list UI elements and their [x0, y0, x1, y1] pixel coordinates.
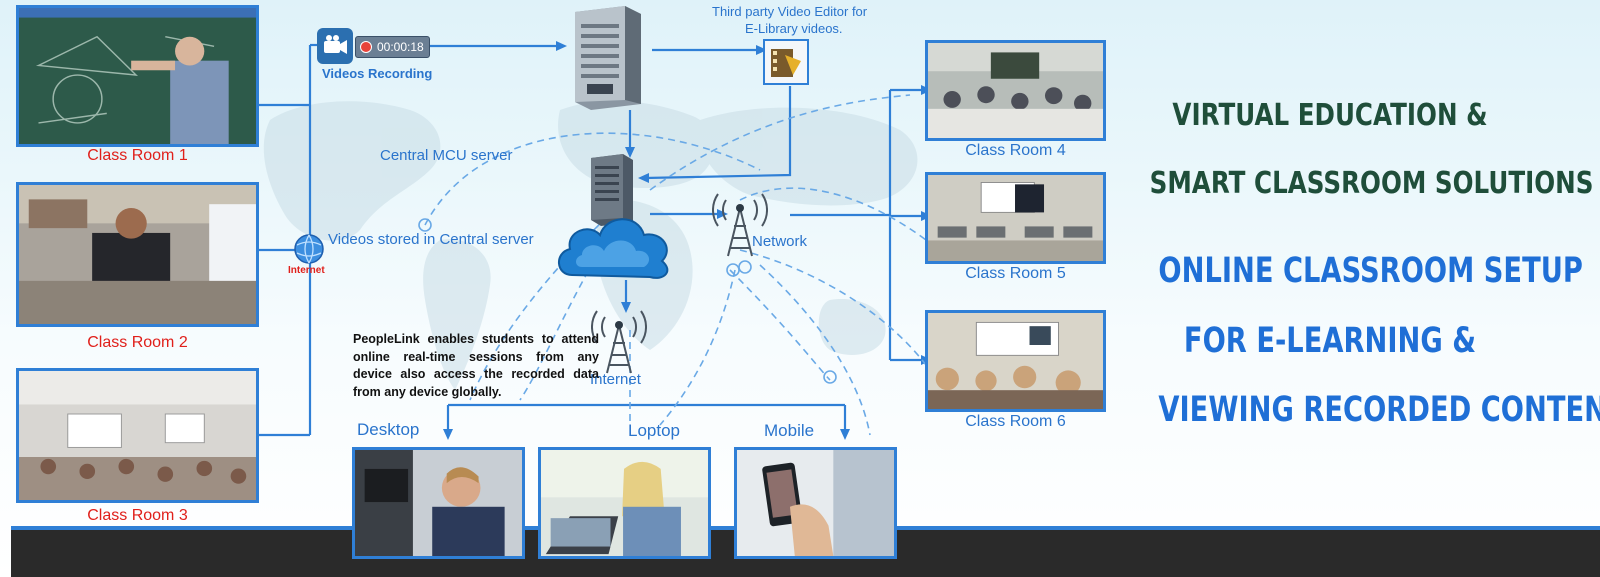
internet-left-label: Internet: [288, 265, 325, 276]
laptop-photo: [538, 447, 711, 559]
classroom-6-label: Class Room 6: [965, 413, 1066, 430]
desktop-label: Desktop: [357, 420, 420, 439]
central-mcu-label: Central MCU server: [380, 147, 513, 164]
desktop-photo: [352, 447, 525, 559]
classroom-4-photo: [925, 40, 1106, 141]
network-label: Network: [752, 233, 808, 250]
laptop-label: Loptop: [628, 421, 680, 440]
camcorder-icon: [317, 28, 353, 64]
classroom-3-label: Class Room 3: [87, 507, 188, 524]
globe-icon: [294, 234, 324, 264]
network-tower-icon: [712, 193, 768, 257]
recording-timer: 00:00:18: [377, 40, 424, 54]
dashed-nodes: [418, 218, 837, 384]
internet-tower-icon: [591, 310, 647, 374]
classroom-4-label: Class Room 4: [965, 142, 1066, 159]
wire-editor-to-mcu: [644, 86, 792, 180]
video-editor-caption-1: Third party Video Editor for: [712, 4, 868, 19]
videos-stored-label: Videos stored in Central server: [328, 231, 534, 248]
classroom-6-photo: [925, 310, 1106, 412]
mobile-label: Mobile: [764, 421, 815, 440]
recording-timer-box: 00:00:18: [355, 36, 430, 58]
heading-line-2: SMART CLASSROOM SOLUTIONS: [1149, 166, 1594, 201]
classroom-2-label: Class Room 2: [87, 334, 188, 351]
record-dot-icon: [360, 41, 372, 53]
video-editor-icon: [763, 39, 809, 85]
heading-line-4: FOR E-LEARNING &: [1183, 321, 1477, 361]
classroom-1-photo: [16, 5, 259, 147]
videos-recording-label: Videos Recording: [322, 66, 433, 81]
classroom-3-photo: [16, 368, 259, 503]
mobile-photo: [734, 447, 897, 559]
cloud-icon: [558, 218, 669, 279]
heading-line-1: VIRTUAL EDUCATION &: [1172, 98, 1488, 133]
heading-line-3: ONLINE CLASSROOM SETUP: [1158, 251, 1583, 291]
central-mcu-server-icon: [591, 154, 633, 226]
classroom-2-photo: [16, 182, 259, 327]
classroom-5-label: Class Room 5: [965, 265, 1066, 282]
recording-server-icon: [575, 6, 641, 110]
classroom-1-label: Class Room 1: [87, 147, 188, 164]
internet-center-label: Internet: [590, 371, 641, 388]
video-editor-caption-2: E-Library videos.: [745, 21, 843, 36]
classroom-5-photo: [925, 172, 1106, 264]
heading-line-5: VIEWING RECORDED CONTENT: [1158, 390, 1600, 430]
peoplelink-note: PeopleLink enables students to attend on…: [353, 332, 599, 399]
